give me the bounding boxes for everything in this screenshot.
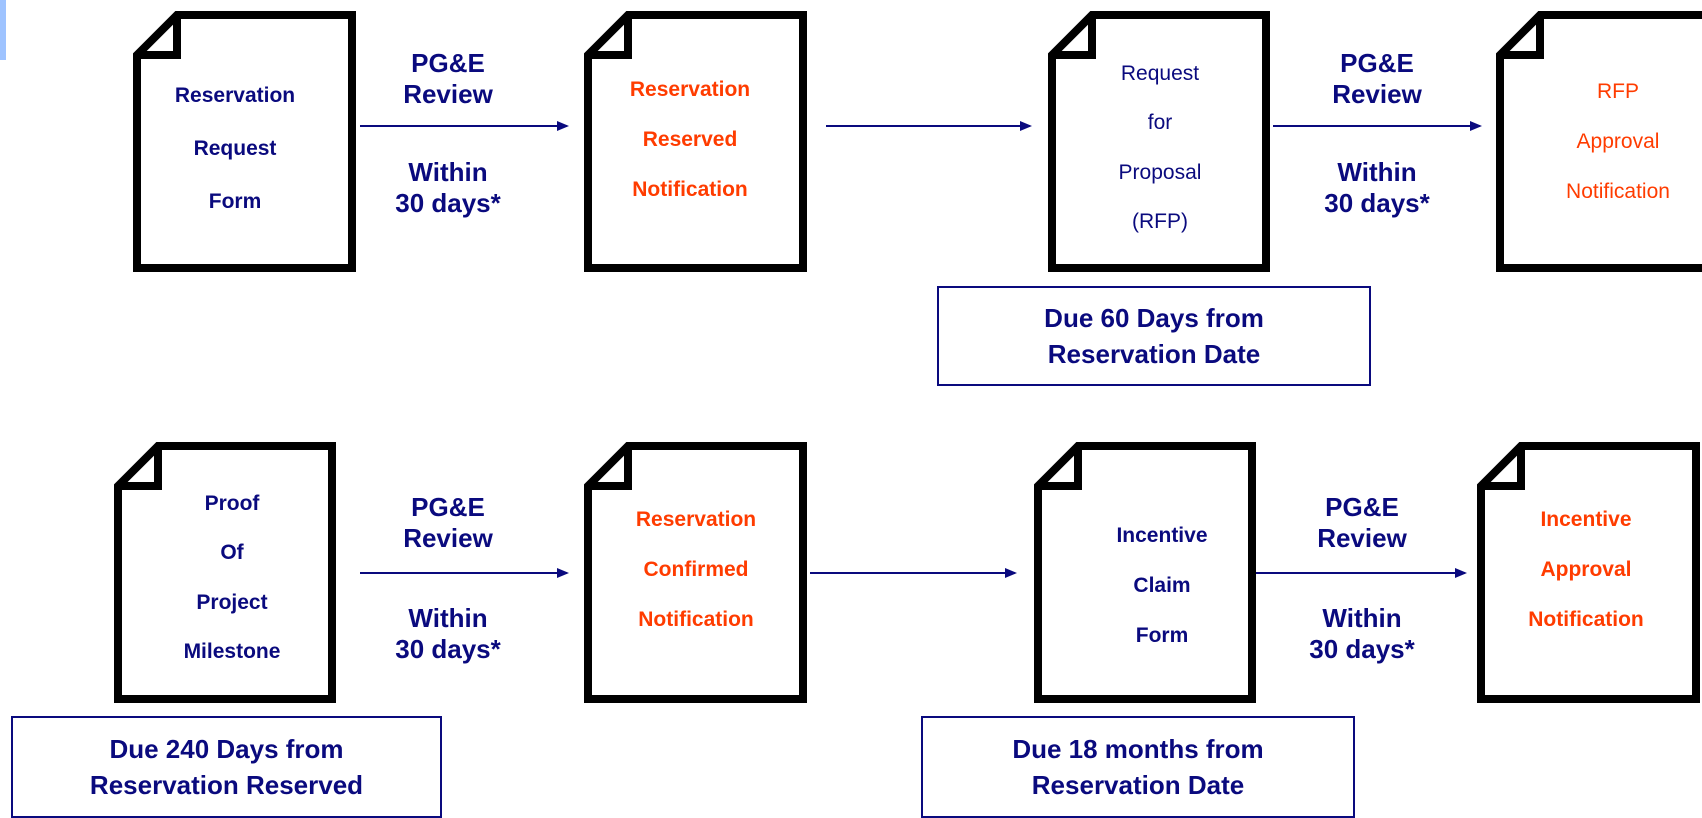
document-icon	[1496, 11, 1702, 272]
doc-line: (RFP)	[1132, 209, 1188, 233]
within-text: 30 days*	[395, 188, 501, 218]
within-label: Within 30 days*	[368, 157, 528, 219]
doc-line: Reservation	[635, 508, 757, 531]
document-icon	[1034, 442, 1256, 703]
doc-reservation-confirmed-notification: Reservation Confirmed Notification	[606, 508, 786, 632]
doc-line: Request	[1120, 62, 1200, 85]
doc-line: Incentive	[1540, 508, 1632, 531]
doc-request-for-proposal: Request for Proposal (RFP)	[1075, 62, 1245, 234]
document-icon	[584, 442, 807, 703]
within-text: 30 days*	[395, 634, 501, 664]
within-label: Within 30 days*	[368, 603, 528, 665]
review-title: Review	[1332, 79, 1422, 109]
within-text: 30 days*	[1309, 634, 1415, 664]
due-text: Reservation Date	[1031, 770, 1245, 800]
doc-incentive-approval-notification: Incentive Approval Notification	[1496, 508, 1676, 632]
doc-proof-of-project-milestone: Proof Of Project Milestone	[152, 492, 312, 664]
doc-line: Claim	[1133, 574, 1191, 597]
doc-line: Confirmed	[643, 558, 749, 581]
document-icon	[133, 11, 356, 272]
within-text: 30 days*	[1324, 188, 1430, 218]
due-box-240-days: Due 240 Days from Reservation Reserved	[11, 716, 442, 818]
document-icon	[1477, 442, 1700, 703]
due-text: Reservation Reserved	[89, 770, 364, 800]
doc-line: Notification	[638, 608, 754, 631]
review-title: PG&E	[1340, 48, 1414, 78]
doc-incentive-claim-form: Incentive Claim Form	[1082, 524, 1242, 648]
doc-line: Reservation	[174, 84, 296, 107]
review-title: Review	[403, 79, 493, 109]
due-text: Due 60 Days from	[1044, 303, 1264, 333]
doc-line: Approval	[1540, 558, 1632, 581]
review-label: PG&E Review	[368, 48, 528, 110]
doc-line: Proposal	[1118, 160, 1202, 184]
review-label: PG&E Review	[368, 492, 528, 554]
within-text: Within	[408, 157, 488, 187]
due-text: Due 240 Days from	[109, 734, 344, 764]
review-title: PG&E	[411, 492, 485, 522]
due-box-18-months: Due 18 months from Reservation Date	[921, 716, 1355, 818]
review-label: PG&E Review	[1297, 48, 1457, 110]
doc-line: for	[1147, 111, 1173, 135]
review-title: Review	[403, 523, 493, 553]
within-text: Within	[1322, 603, 1402, 633]
document-icon	[1048, 11, 1270, 272]
due-text: Reservation Date	[1047, 339, 1261, 369]
doc-line: Form	[1135, 624, 1189, 647]
doc-line: Incentive	[1116, 524, 1208, 547]
doc-rfp-approval-notification: RFP Approval Notification	[1528, 80, 1702, 204]
doc-line: Reserved	[642, 128, 738, 151]
due-box-60-days: Due 60 Days from Reservation Date	[937, 286, 1371, 386]
doc-line: Notification	[1528, 608, 1644, 631]
within-label: Within 30 days*	[1297, 157, 1457, 219]
doc-line: Notification	[1566, 180, 1670, 203]
within-text: Within	[408, 603, 488, 633]
doc-line: Notification	[632, 178, 748, 201]
review-title: PG&E	[411, 48, 485, 78]
slide-edge-accent	[0, 0, 6, 60]
doc-line: Of	[220, 541, 244, 565]
doc-line: Milestone	[183, 639, 281, 663]
doc-reservation-reserved-notification: Reservation Reserved Notification	[600, 78, 780, 202]
doc-reservation-request-form: Reservation Request Form	[155, 84, 315, 214]
review-title: Review	[1317, 523, 1407, 553]
doc-line: Project	[196, 590, 268, 614]
doc-line: Form	[208, 190, 262, 213]
doc-line: Reservation	[629, 78, 751, 101]
within-text: Within	[1337, 157, 1417, 187]
review-label: PG&E Review	[1282, 492, 1442, 554]
doc-line: Proof	[204, 492, 260, 515]
due-text: Due 18 months from	[1012, 734, 1264, 764]
within-label: Within 30 days*	[1282, 603, 1442, 665]
doc-line: Approval	[1576, 130, 1660, 153]
document-icon	[114, 442, 336, 703]
doc-line: RFP	[1597, 80, 1639, 103]
review-title: PG&E	[1325, 492, 1399, 522]
document-icon	[584, 11, 807, 272]
doc-line: Request	[193, 137, 277, 160]
